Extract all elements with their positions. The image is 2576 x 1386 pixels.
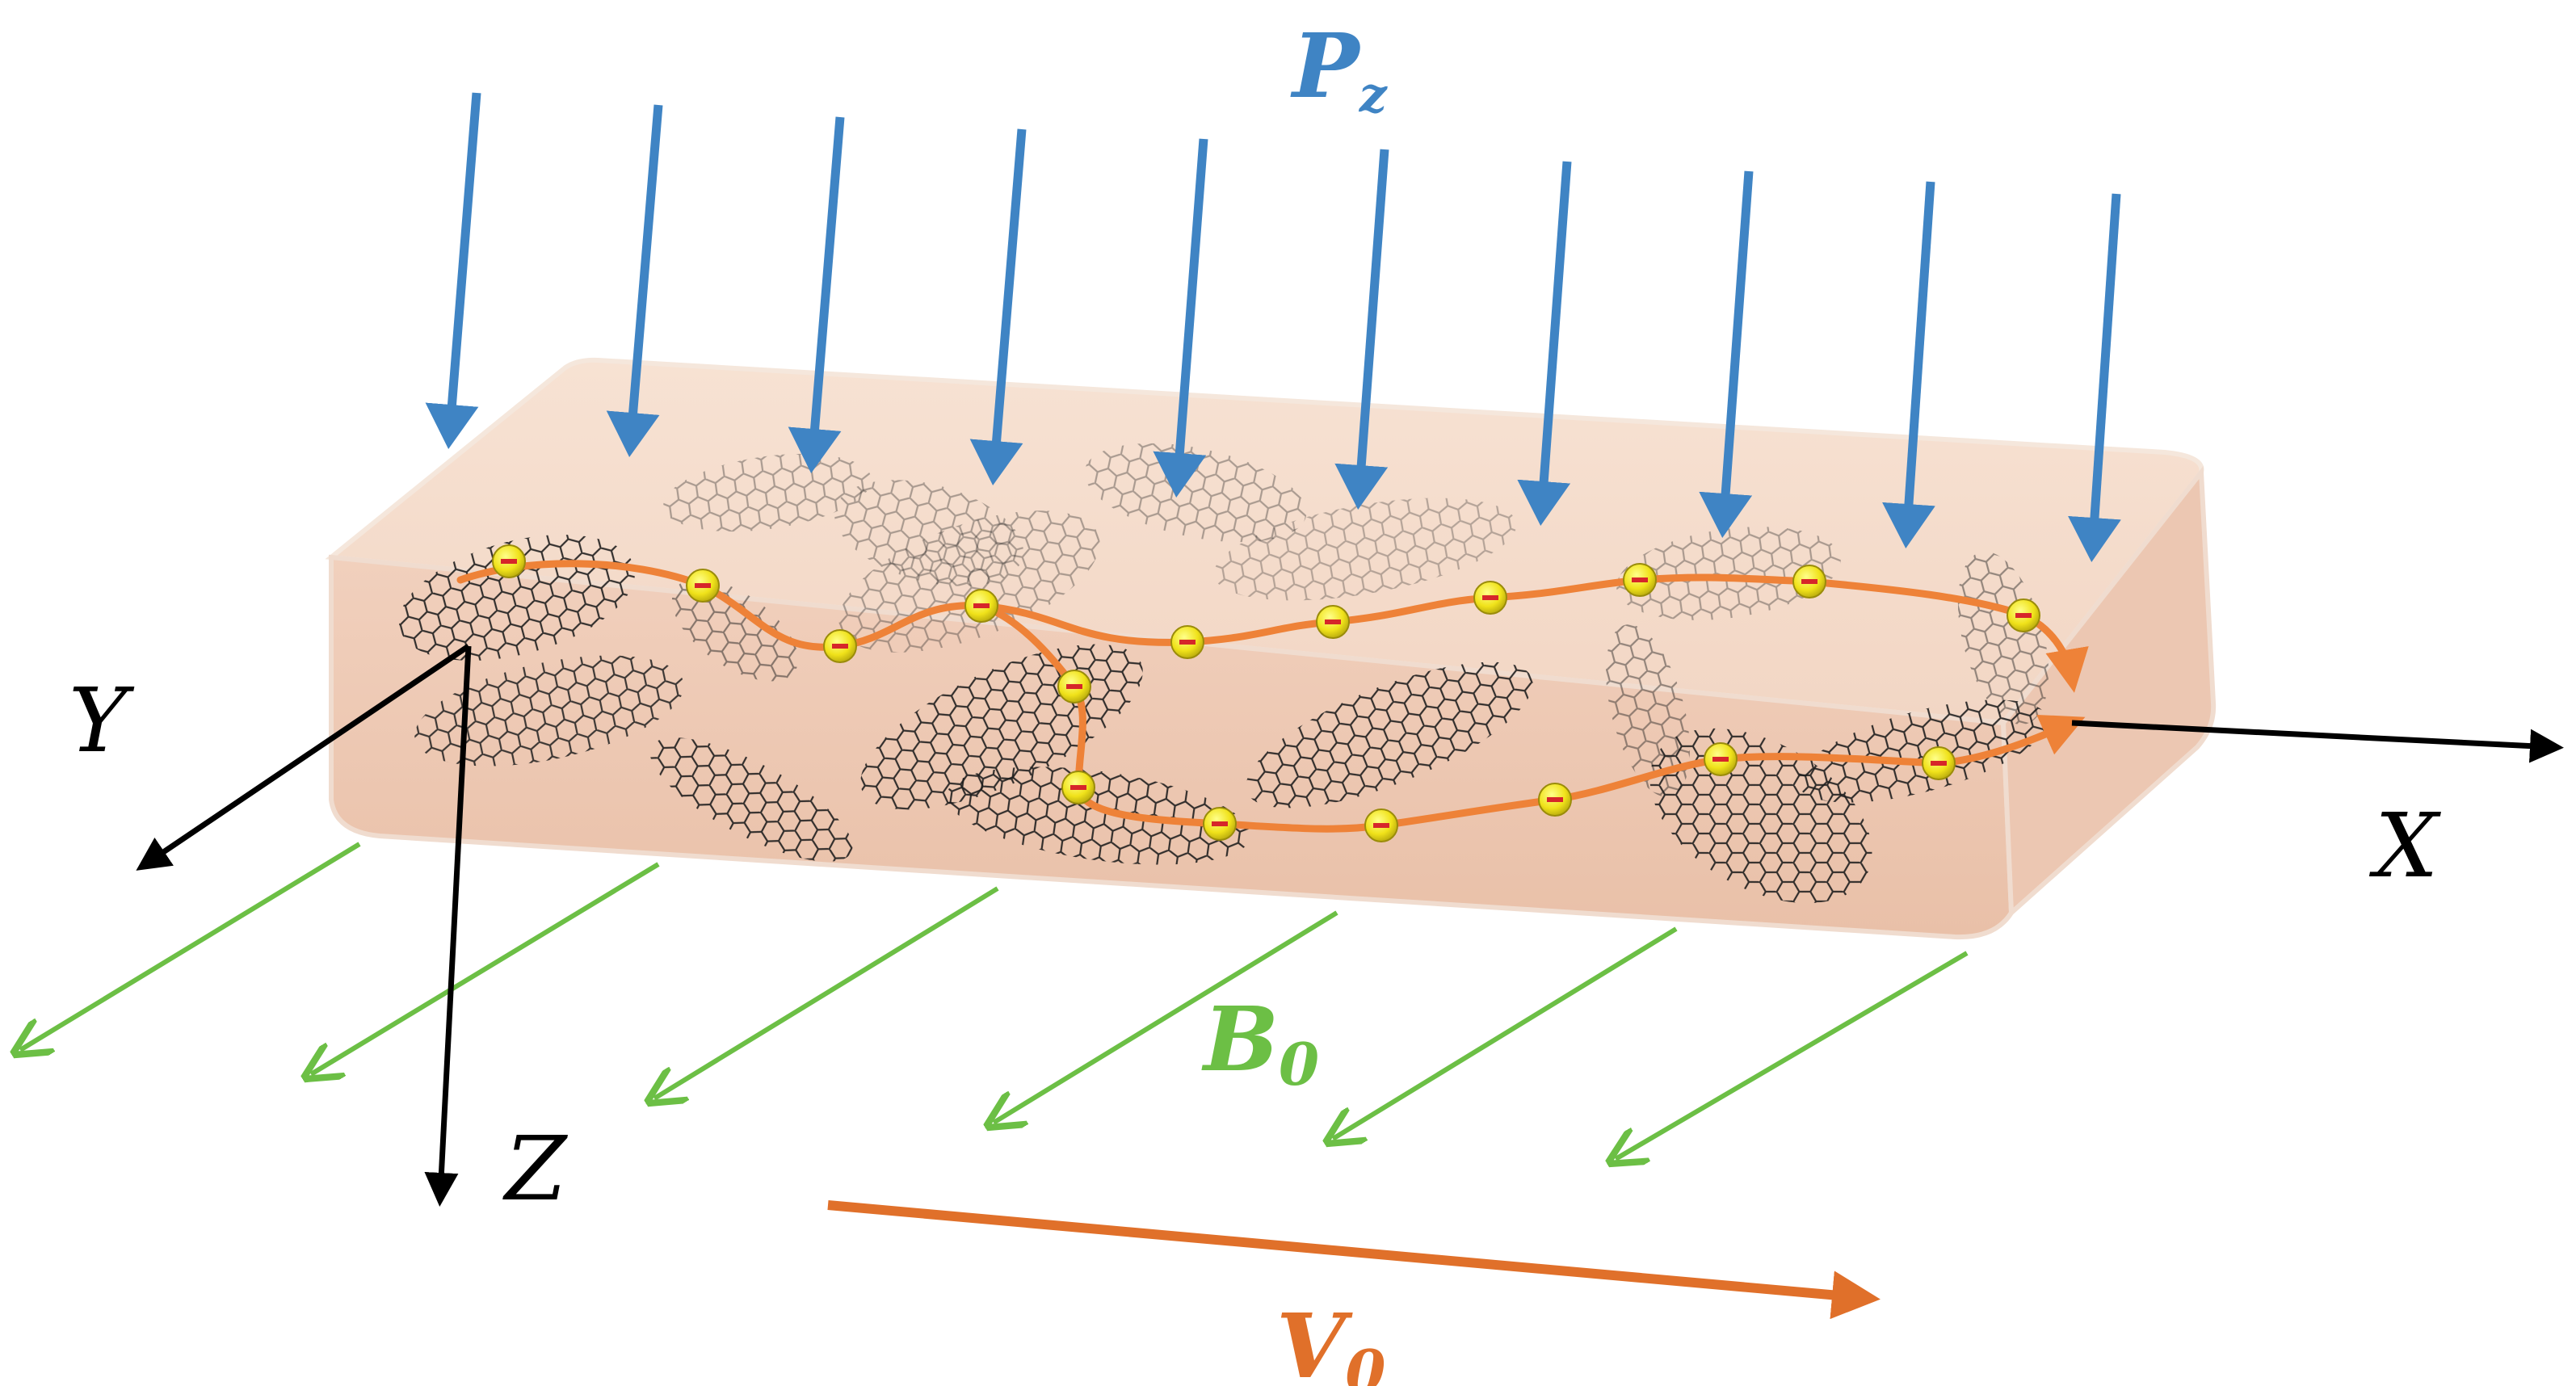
pressure-arrow xyxy=(606,104,663,457)
graphene-flake-icon xyxy=(671,578,799,682)
electron-minus-icon xyxy=(1704,742,1738,776)
pressure-arrow xyxy=(2068,193,2121,562)
y-axis-label: Y xyxy=(69,669,135,772)
graphene-flake-icon xyxy=(946,766,1251,865)
electron-minus-icon xyxy=(1170,625,1204,659)
x-axis xyxy=(2071,720,2564,763)
graphene-flake-icon xyxy=(1213,498,1517,601)
y-axis xyxy=(136,644,470,871)
electron-minus-icon xyxy=(2007,598,2040,632)
pressure-arrow xyxy=(1517,161,1572,526)
magnetic-arrow xyxy=(20,842,361,1050)
z-axis xyxy=(424,645,472,1207)
pressure-label: Pz xyxy=(1290,14,1389,124)
magnetic-arrow xyxy=(994,910,1338,1123)
electron-minus-icon xyxy=(1203,807,1237,841)
pressure-arrows xyxy=(425,92,2121,562)
electron-minus-icon xyxy=(1792,565,1826,598)
magnetic-field-label: B0 xyxy=(1201,987,1319,1098)
magnetic-arrow xyxy=(654,886,999,1098)
electron-minus-icon xyxy=(1061,771,1095,804)
pressure-arrow xyxy=(1334,149,1389,510)
electron-minus-icon xyxy=(823,629,857,663)
z-axis-label: Z xyxy=(502,1117,568,1220)
pressure-arrow xyxy=(788,116,845,473)
upper-current-path xyxy=(456,560,2089,693)
magnetic-arrow xyxy=(1616,951,1969,1159)
graphene-flake-icon xyxy=(414,655,684,766)
graphene-flake-icon xyxy=(1246,662,1533,808)
velocity-label: V0 xyxy=(1276,1294,1385,1386)
magnetic-arrow xyxy=(311,862,660,1074)
graphene-flake-icon xyxy=(1957,551,2049,725)
electron-minus-icon xyxy=(1538,783,1572,817)
electron-minus-icon xyxy=(1623,563,1657,597)
pressure-arrow xyxy=(1153,138,1208,498)
magnetic-arrow xyxy=(1333,926,1678,1139)
slab-right-face xyxy=(2000,465,2217,918)
graphene-flake-icon xyxy=(649,737,853,862)
graphene-flake-icon xyxy=(838,510,1100,653)
electron-minus-icon xyxy=(492,544,526,578)
graphene-flake-icon xyxy=(1796,699,2049,803)
magnetic-field-arrows xyxy=(20,842,1969,1159)
pressure-arrow xyxy=(969,128,1027,485)
velocity-arrow xyxy=(827,1200,1881,1320)
graphene-flake-icon xyxy=(1616,527,1841,620)
pressure-arrow xyxy=(425,92,481,449)
electron-minus-icon xyxy=(1057,670,1091,704)
pressure-arrow xyxy=(1882,181,1935,548)
x-axis-label: X xyxy=(2368,794,2441,897)
electron-minus-icon xyxy=(1316,605,1350,639)
electron-minus-icon xyxy=(1473,581,1507,615)
electron-minus-icon xyxy=(1922,746,1956,780)
pressure-arrow xyxy=(1699,170,1754,538)
electron-minus-icon xyxy=(1364,808,1398,842)
electron-minus-icon xyxy=(964,589,998,623)
electron-minus-icon xyxy=(686,569,720,603)
coordinate-axes xyxy=(136,644,2564,1207)
composite-slab xyxy=(325,357,2217,940)
labels: Pz B0 V0 X Y Z xyxy=(69,14,2441,1386)
